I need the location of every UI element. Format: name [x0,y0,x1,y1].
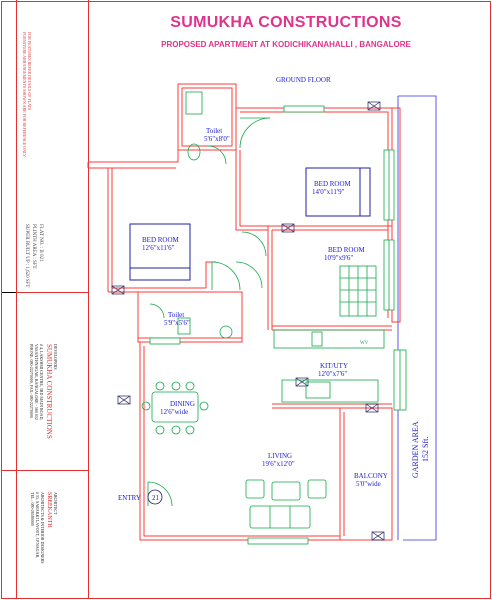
title-block-divider-1 [2,292,16,293]
dining-label: DINING [170,400,195,408]
balcony-size: 5'0"wide [356,480,381,488]
bedroom-top-label: BED ROOM [314,180,352,188]
living-label: LIVING [268,452,292,460]
project-subtitle: PROPOSED APARTMENT AT KODICHIKANAHALLI ,… [161,40,411,49]
company-title: SUMUKHA CONSTRUCTIONS [170,14,402,31]
doors [147,117,271,507]
entry-number-circle [147,489,163,505]
beds [129,167,371,281]
kitchen-size: 12'0"x7'6" [318,370,347,378]
toilet-top-label: Toilet [206,127,222,135]
dining-size: 12'6"wide [160,408,188,416]
title-block-divider-3 [2,470,88,471]
title-block [2,0,89,598]
floor-label: GROUND FLOOR [276,76,331,84]
wc-label: WV [360,341,369,346]
furniture [141,91,385,529]
kitchen-label: KIT/UTY [320,362,348,370]
title-block-divider-2 [16,292,88,293]
toilet-top-size: 5'6"x8'0" [204,135,230,143]
balcony-label: BALCONY [354,472,388,480]
living-size: 19'6"x12'0" [262,460,295,468]
title-block-vline-a [16,0,17,598]
entry-label: ENTRY [118,494,141,502]
garden-area-outline [397,95,437,541]
toilet-small-label: Toilet [168,311,184,319]
garden-area-size: 152 Sft. [421,437,430,462]
room-labels: GROUND FLOOR Toilet 5'6"x8'0" BED ROOM 1… [118,76,430,502]
entry-number: 21 [152,494,160,502]
bedroom-right-size: 10'9"x9'6" [324,254,353,262]
bedroom-top-size: 14'0"x11'9" [312,188,345,196]
bedroom-left-label: BED ROOM [142,236,180,244]
bedroom-right-label: BED ROOM [328,246,366,254]
windows [149,105,407,545]
garden-area-label: GARDEN AREA [411,421,420,478]
bedroom-left-size: 12'6"x11'6" [142,244,175,252]
toilet-small-size: 5'9"x5'6" [164,319,190,327]
